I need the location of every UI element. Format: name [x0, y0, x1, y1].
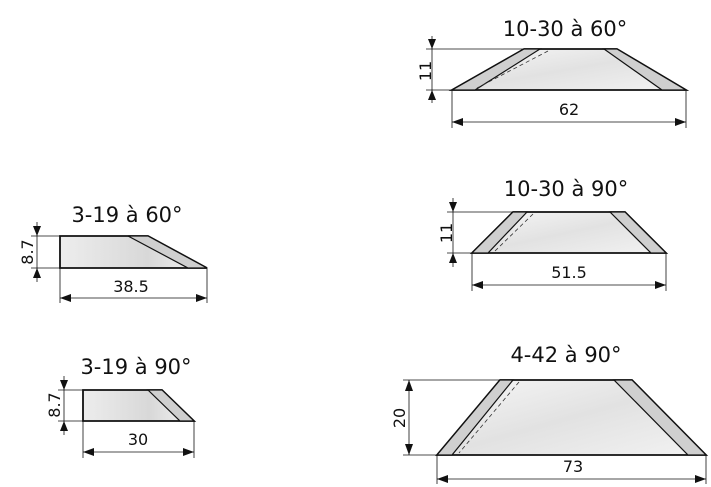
- width-label: 51.5: [551, 263, 587, 282]
- arrow-icon: [183, 448, 194, 456]
- blade-10-30-60: 10-30 à 60° 11 62: [416, 17, 690, 128]
- arrow-icon: [196, 294, 207, 302]
- hidden-edge: [476, 50, 549, 89]
- blade-3-19-90: 3-19 à 90° 8.7 30: [45, 355, 197, 458]
- blade-title: 10-30 à 60°: [503, 17, 627, 41]
- arrow-icon: [449, 253, 457, 263]
- blade-title: 4-42 à 90°: [510, 343, 621, 367]
- height-label: 11: [437, 223, 456, 243]
- arrow-icon: [675, 118, 686, 126]
- height-label: 8.7: [45, 392, 64, 417]
- arrow-icon: [60, 380, 68, 390]
- blade-title: 3-19 à 60°: [71, 203, 182, 227]
- arrow-icon: [472, 281, 483, 289]
- arrow-icon: [405, 380, 413, 391]
- arrow-icon: [60, 421, 68, 431]
- arrow-icon: [83, 448, 94, 456]
- arrow-icon: [655, 281, 666, 289]
- blade-3-19-60: 3-19 à 60° 8.7 38.5: [18, 203, 208, 303]
- width-label: 38.5: [113, 277, 149, 296]
- width-label: 62: [559, 100, 579, 119]
- arrow-icon: [452, 118, 463, 126]
- arrow-icon: [449, 202, 457, 212]
- width-label: 73: [563, 457, 583, 476]
- arrow-icon: [33, 226, 41, 236]
- height-label: 8.7: [18, 239, 37, 264]
- blade-title: 3-19 à 90°: [80, 355, 191, 379]
- width-label: 30: [128, 430, 148, 449]
- arrow-icon: [33, 268, 41, 278]
- blade-bevel: [435, 379, 515, 456]
- arrow-icon: [695, 475, 706, 483]
- arrow-icon: [405, 444, 413, 455]
- height-label: 11: [416, 61, 435, 81]
- arrow-icon: [428, 90, 436, 100]
- blade-bevel: [470, 211, 529, 254]
- height-label: 20: [390, 408, 409, 428]
- arrow-icon: [428, 39, 436, 49]
- arrow-icon: [437, 475, 448, 483]
- blade-bevel: [449, 48, 543, 91]
- blade-4-42-90: 4-42 à 90° 20 73: [390, 343, 709, 484]
- hidden-edge: [458, 381, 520, 454]
- hidden-edge: [494, 213, 534, 252]
- arrow-icon: [60, 294, 71, 302]
- blade-title: 10-30 à 90°: [504, 177, 628, 201]
- blade-10-30-90: 10-30 à 90° 11 51.5: [437, 177, 669, 291]
